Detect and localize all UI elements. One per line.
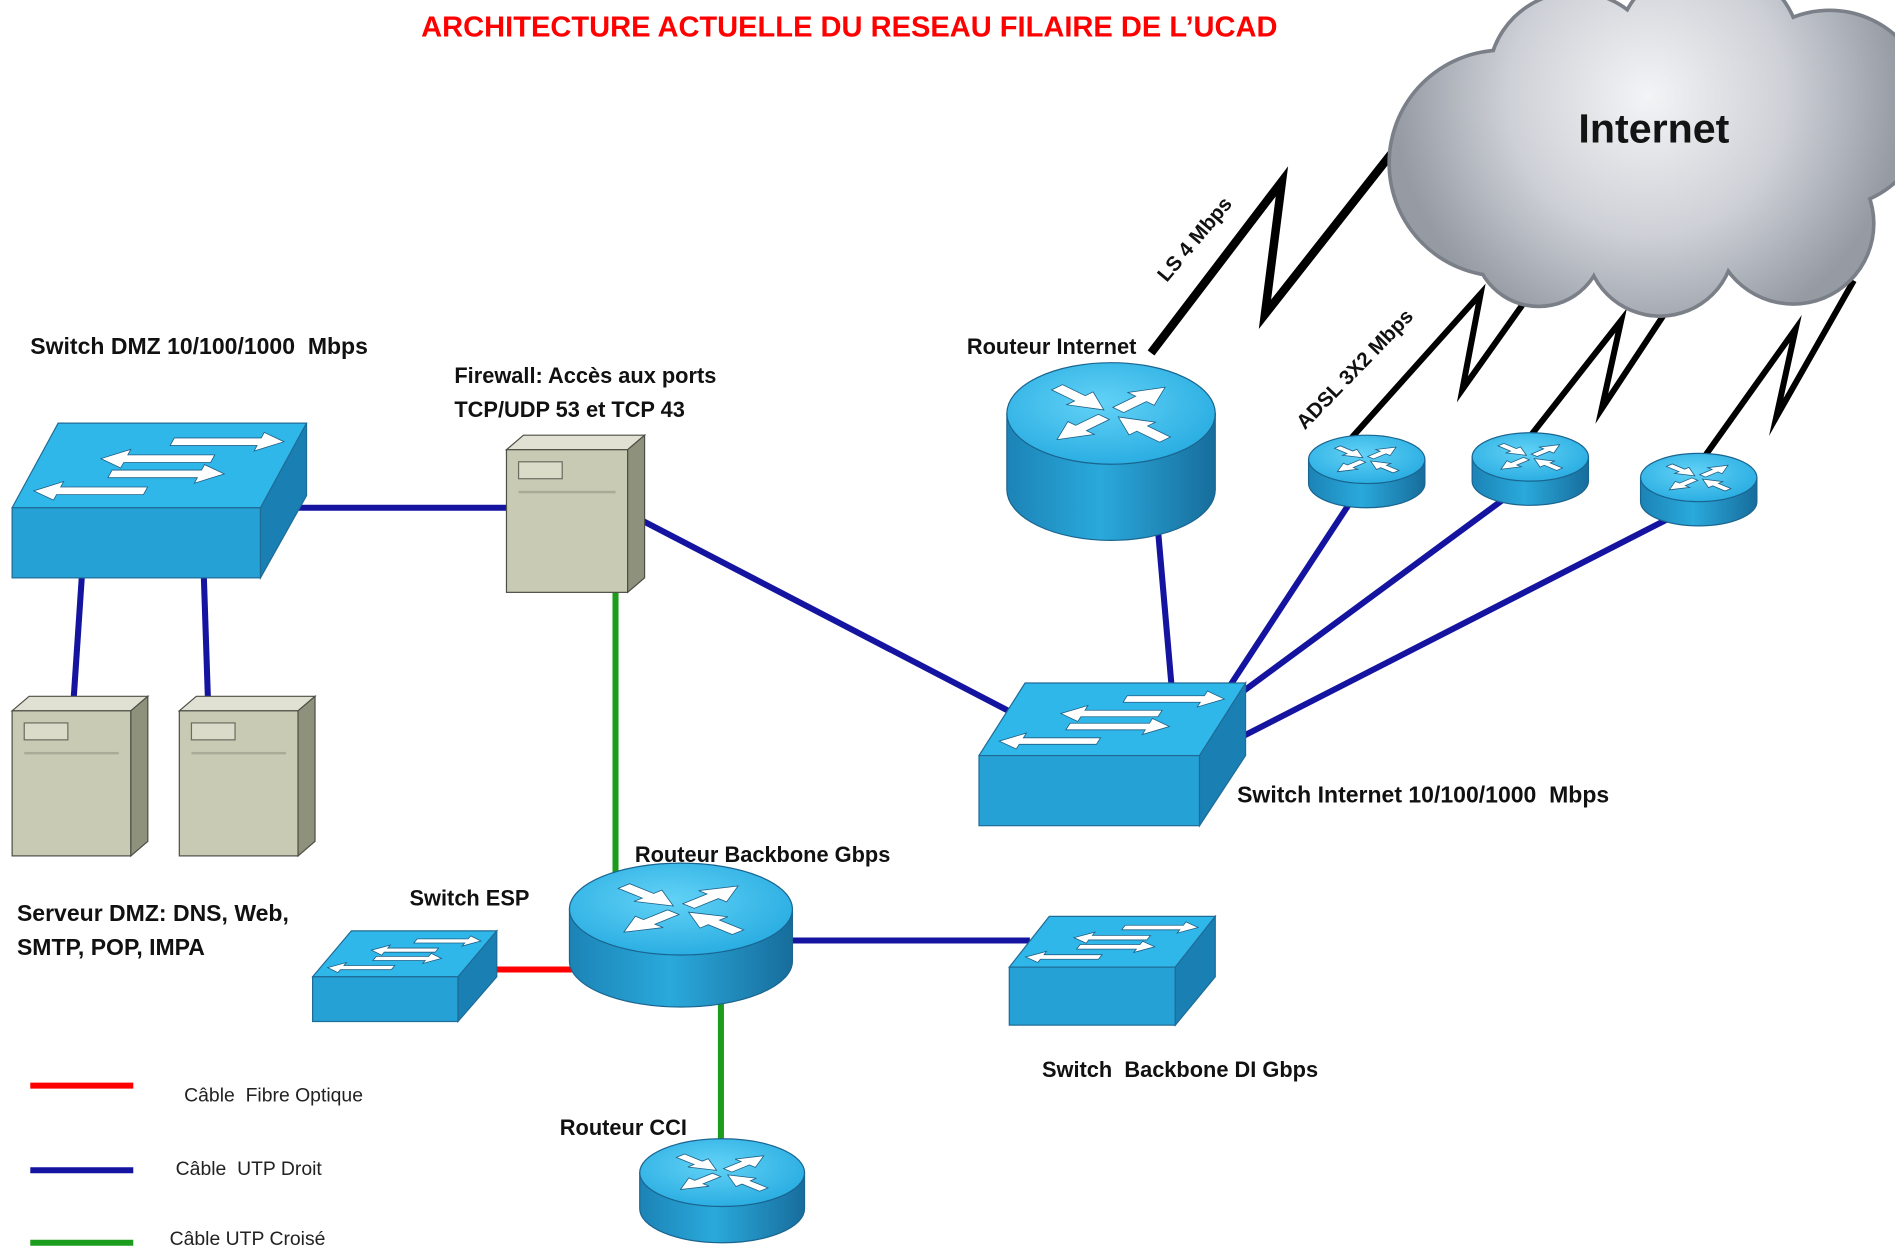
serveur-dmz-label-line-1: Serveur DMZ: DNS, Web, (17, 900, 289, 926)
switch-dmz-label: Switch DMZ 10/100/1000 Mbps (30, 333, 368, 359)
switch-backbone-di-label: Switch Backbone DI Gbps (1042, 1057, 1318, 1082)
legend-fibre-optique-label: Câble Fibre Optique (184, 1084, 363, 1106)
adsl-link-label: ADSL 3X2 Mbps (1292, 305, 1418, 434)
serveur-dmz-label-line-2: SMTP, POP, IMPA (17, 934, 205, 960)
cable-adsl-routeur-1-switch-internet (1223, 493, 1358, 694)
adsl-routeur-icon-2 (1471, 433, 1590, 506)
adsl-routeur-icon-3 (1639, 453, 1758, 527)
switch-dmz-icon (12, 423, 306, 578)
internet-cloud-icon (1387, 0, 1895, 318)
adsl-routeur-icon-1 (1307, 435, 1426, 509)
serveur-dmz-icon-2 (177, 695, 317, 858)
firewall-label-line-2: TCP/UDP 53 et TCP 43 (454, 397, 685, 422)
adsl-link-bolt-1 (1345, 246, 1566, 445)
legend: Câble Fibre Optique Câble UTP Droit Câbl… (30, 1082, 363, 1250)
cable-switch-dmz-serveur-2 (200, 568, 212, 714)
legend-utp-droit-label: Câble UTP Droit (176, 1158, 323, 1180)
internet-label: Internet (1578, 106, 1729, 152)
cable-adsl-routeur-3-switch-internet (1234, 511, 1680, 743)
routeur-backbone-label: Routeur Backbone Gbps (635, 842, 890, 867)
ls-link-label: LS 4 Mbps (1153, 193, 1237, 286)
switch-internet-icon (979, 683, 1246, 826)
firewall-label-line-1: Firewall: Accès aux ports (454, 363, 716, 388)
page-title: ARCHITECTURE ACTUELLE DU RESEAU FILAIRE … (421, 11, 1277, 43)
cable-adsl-routeur-2-switch-internet (1228, 493, 1511, 704)
firewall-server-icon (504, 433, 647, 594)
cable-switch-dmz-serveur-1 (69, 567, 86, 714)
switch-backbone-di-icon (1009, 916, 1215, 1025)
ls-link-bolt (1147, 114, 1424, 356)
switch-esp-label: Switch ESP (410, 885, 530, 910)
switch-esp-icon (313, 931, 497, 1022)
cable-routeur-internet-switch-internet (1154, 519, 1176, 702)
legend-utp-croise-label: Câble UTP Croisé (170, 1228, 326, 1250)
routeur-backbone-icon (568, 863, 794, 1008)
serveur-dmz-icon-1 (10, 695, 150, 858)
routeur-cci-icon (639, 1139, 806, 1244)
switch-internet-label: Switch Internet 10/100/1000 Mbps (1237, 782, 1609, 808)
routeur-internet-icon (1006, 363, 1216, 541)
adsl-link-bolt-3 (1703, 278, 1857, 457)
routeur-cci-label: Routeur CCI (560, 1115, 687, 1140)
routeur-internet-label: Routeur Internet (967, 334, 1136, 359)
adsl-link-bolt-2 (1526, 278, 1690, 440)
cable-firewall-switch-internet (634, 514, 1020, 719)
